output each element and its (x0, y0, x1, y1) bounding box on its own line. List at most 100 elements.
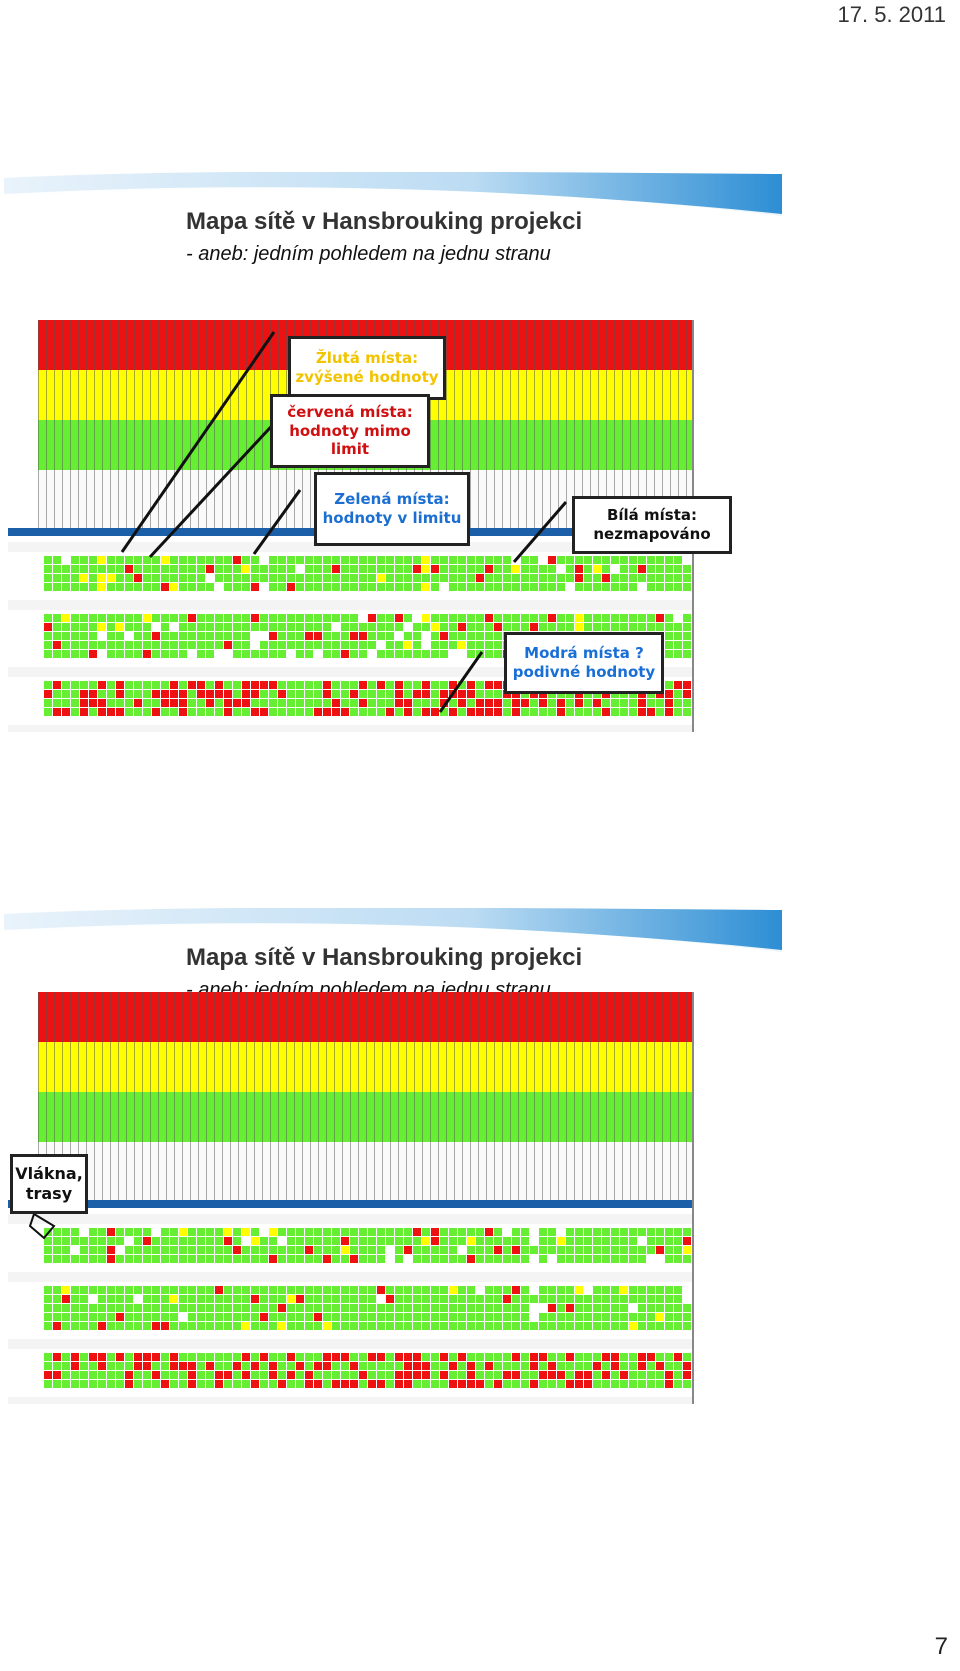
grid-cell (71, 699, 79, 707)
grid-cell (458, 681, 466, 689)
grid-cell (557, 614, 565, 622)
column-rule (598, 992, 599, 1200)
grid-cell (350, 641, 358, 649)
grid-cell (368, 1362, 376, 1370)
grid-cell (125, 1255, 133, 1263)
grid-cell (467, 614, 475, 622)
grid-cell (215, 1322, 223, 1330)
grid-cell (368, 1237, 376, 1245)
grid-cell (143, 1295, 151, 1303)
grid-cell (170, 1304, 178, 1312)
grid-cell (566, 1295, 574, 1303)
grid-cell (215, 650, 223, 658)
grid-cell (296, 583, 304, 591)
grid-cell (134, 623, 142, 631)
grid-cell (521, 583, 529, 591)
grid-cell (674, 1295, 682, 1303)
grid-cell (359, 1371, 367, 1379)
grid-cell (566, 623, 574, 631)
grid-cell (368, 565, 376, 573)
grid-cell (233, 641, 241, 649)
grid-cell (251, 1371, 259, 1379)
grid-cell (629, 623, 637, 631)
grid-cell (674, 1380, 682, 1388)
grid-cell (476, 1228, 484, 1236)
grid-cell (647, 699, 655, 707)
grid-cell (485, 690, 493, 698)
column-rule (686, 992, 687, 1200)
grid-cell (242, 632, 250, 640)
grid-cell (197, 1286, 205, 1294)
grid-cell (395, 574, 403, 582)
grid-cell (323, 1295, 331, 1303)
grid-cell (98, 1286, 106, 1294)
grid-cell (368, 1380, 376, 1388)
grid-cell (584, 565, 592, 573)
grid-cell (98, 641, 106, 649)
grid-cell (80, 641, 88, 649)
column-rule (646, 320, 647, 528)
grid-cell (656, 699, 664, 707)
grid-cell (485, 1304, 493, 1312)
grid-cell (647, 1371, 655, 1379)
grid-cell (134, 1322, 142, 1330)
grid-cell (431, 1380, 439, 1388)
grid-cell (422, 574, 430, 582)
grid-cell (332, 1255, 340, 1263)
grid-cell (143, 1353, 151, 1361)
grid-cell (512, 1255, 520, 1263)
grid-cell (449, 1362, 457, 1370)
grid-cell (116, 1255, 124, 1263)
grid-cell (143, 1246, 151, 1254)
grid-cell (584, 623, 592, 631)
grid-cell (611, 708, 619, 716)
column-rule (230, 992, 231, 1200)
grid-cell (620, 1380, 628, 1388)
grid-cell (548, 1313, 556, 1321)
grid-cell (296, 1322, 304, 1330)
column-rule (430, 992, 431, 1200)
grid-cell (665, 1237, 673, 1245)
grid-cell (503, 565, 511, 573)
grid-cell (350, 1286, 358, 1294)
grid-cell (431, 1286, 439, 1294)
column-rule (446, 320, 447, 528)
grid-cell (98, 1371, 106, 1379)
grid-cell (665, 1304, 673, 1312)
grid-cell (611, 1313, 619, 1321)
grid-cell (476, 556, 484, 564)
grid-cell (287, 1295, 295, 1303)
grid-cell (449, 650, 457, 658)
grid-cell (404, 641, 412, 649)
column-rule (126, 992, 127, 1200)
grid-cell (647, 574, 655, 582)
grid-cell (197, 641, 205, 649)
grid-cell (611, 574, 619, 582)
grid-cell (152, 1380, 160, 1388)
grid-cell (44, 565, 52, 573)
grid-cell (98, 1246, 106, 1254)
grid-cell (431, 1353, 439, 1361)
grid-cell (629, 1295, 637, 1303)
grid-cell (377, 614, 385, 622)
grid-cell (503, 1228, 511, 1236)
grid-cell (44, 690, 52, 698)
grid-cell (548, 1371, 556, 1379)
grid-cell (44, 1322, 52, 1330)
grid-cell (332, 1295, 340, 1303)
grid-cell (413, 632, 421, 640)
grid-cell (251, 1362, 259, 1370)
grid-cell (602, 614, 610, 622)
grid-cell (44, 681, 52, 689)
grid-cell (179, 1295, 187, 1303)
grid-cell (44, 614, 52, 622)
grid-cell (116, 1228, 124, 1236)
grid-cell (557, 1380, 565, 1388)
grid-cell (251, 650, 259, 658)
column-rule (158, 320, 159, 528)
grid-cell (368, 1371, 376, 1379)
grid-cell (548, 623, 556, 631)
grid-cell (188, 614, 196, 622)
grid-cell (197, 650, 205, 658)
grid-cell (620, 574, 628, 582)
